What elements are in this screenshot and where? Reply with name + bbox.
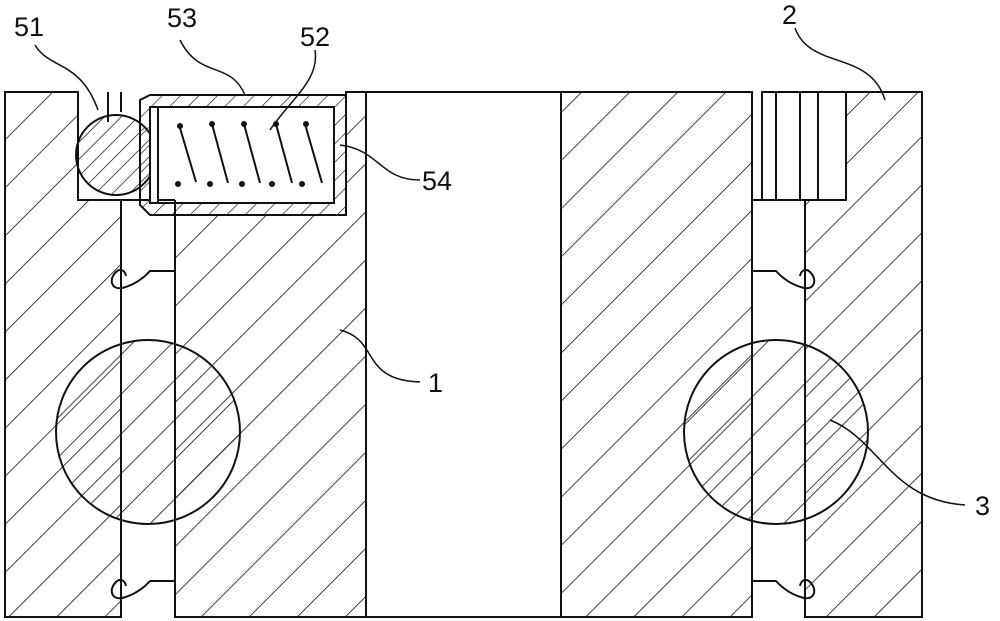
label-51: 51: [14, 12, 44, 42]
seal-right-upper: [752, 268, 816, 290]
label-2: 2: [782, 0, 797, 30]
label-54: 54: [422, 166, 452, 196]
leader-53: [179, 39, 246, 96]
seal-left-upper: [110, 268, 175, 290]
leader-3: [829, 419, 966, 506]
label-3: 3: [975, 491, 990, 521]
inner-ring-right: [560, 91, 753, 618]
label-1: 1: [428, 368, 443, 398]
plug-insert-right: [761, 91, 847, 201]
leader-1: [339, 329, 421, 383]
label-52: 52: [300, 22, 330, 52]
leader-54: [339, 144, 421, 181]
rolling-ball-right: [683, 339, 869, 525]
rolling-ball-left: [55, 339, 241, 525]
seal-right-lower: [752, 578, 816, 600]
spring-piston: [149, 106, 159, 204]
leader-52: [269, 49, 317, 131]
spring-coil: [175, 121, 323, 187]
leader-2: [794, 27, 886, 101]
label-53: 53: [167, 3, 197, 33]
seal-left-lower: [110, 578, 175, 600]
spring-housing: [139, 94, 347, 216]
leader-51: [34, 44, 99, 111]
